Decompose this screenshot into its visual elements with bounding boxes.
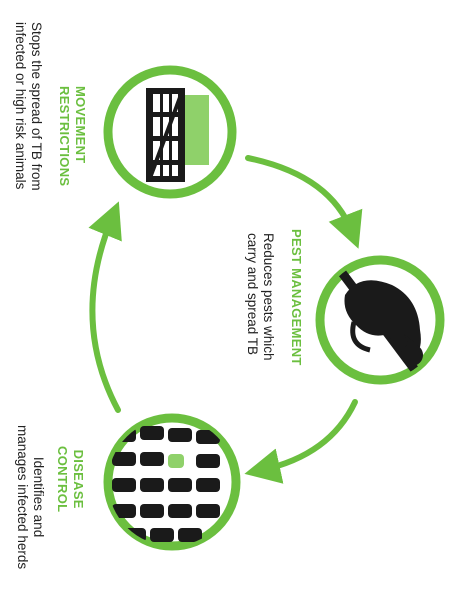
disease-control-description: Identifies and manages infected herds — [14, 425, 46, 569]
disease-heading-line2: CONTROL — [55, 446, 71, 512]
pest-management-description: Reduces pests which carry and spread TB — [244, 233, 276, 361]
pest-desc-line2: carry and spread TB — [244, 233, 260, 361]
disease-control-heading: DISEASE CONTROL — [55, 446, 86, 512]
pest-management-heading: PEST MANAGEMENT — [288, 229, 304, 366]
pest-heading: PEST MANAGEMENT — [288, 229, 304, 366]
possum-icon — [320, 260, 440, 390]
disease-heading-line1: DISEASE — [70, 446, 86, 512]
arrow-pest-to-disease — [262, 402, 355, 470]
pest-desc-line1: Reduces pests which — [260, 233, 276, 361]
movement-restrictions-heading: MOVEMENT RESTRICTIONS — [57, 86, 88, 186]
arrow-movement-to-pest — [248, 158, 352, 232]
movement-restrictions-description: Stops the spread of TB from infected or … — [12, 22, 44, 191]
cattle-herd-icon — [108, 418, 236, 546]
arrow-disease-to-movement — [92, 218, 118, 410]
movement-desc-line2: infected or high risk animals — [12, 22, 28, 191]
movement-heading-line1: MOVEMENT — [72, 86, 88, 186]
disease-desc-line2: manages infected herds — [14, 425, 30, 569]
movement-heading-line2: RESTRICTIONS — [57, 86, 73, 186]
disease-desc-line1: Identifies and — [30, 425, 46, 569]
movement-desc-line1: Stops the spread of TB from — [28, 22, 44, 191]
cattle-gate-icon — [108, 70, 232, 194]
